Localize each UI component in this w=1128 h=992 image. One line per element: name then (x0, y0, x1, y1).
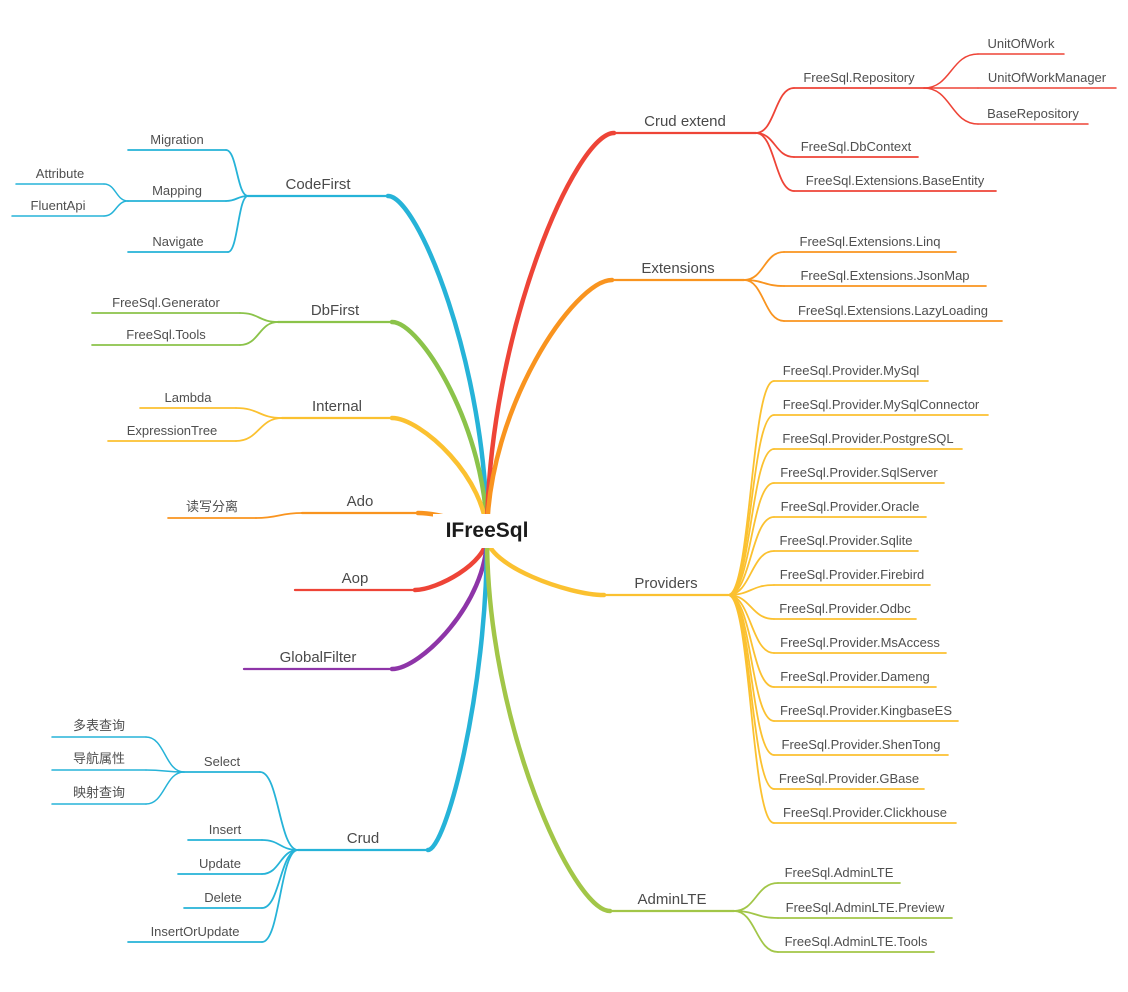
node-fluentapi[interactable]: FluentApi (30, 198, 86, 213)
node-mapping[interactable]: Mapping (152, 183, 202, 198)
branch-curve-lazyloading (743, 279, 785, 322)
branch-curve-tools (239, 321, 279, 346)
node-insert[interactable]: Insert (208, 822, 242, 837)
branch-curve-sqlserver (727, 482, 775, 596)
node-navprop[interactable]: 导航属性 (72, 751, 125, 766)
branch-curve-repository (755, 87, 795, 134)
node-globalfilter[interactable]: GlobalFilter (279, 649, 357, 666)
node-multitable[interactable]: 多表查询 (72, 718, 125, 733)
node-dbcontext[interactable]: FreeSql.DbContext (800, 139, 912, 154)
node-mapquery[interactable]: 映射查询 (72, 785, 125, 800)
branch-curve-readwrite (255, 512, 303, 519)
node-jsonmap[interactable]: FreeSql.Extensions.JsonMap (800, 268, 970, 283)
branch-curve-oracle (727, 516, 775, 596)
branch-curve-adminlte (484, 534, 613, 914)
branch-curve-unitofwork (923, 53, 979, 89)
branch-curve-select (259, 771, 299, 851)
node-internal[interactable]: Internal (311, 398, 363, 415)
branch-curve-crudextend (484, 130, 617, 540)
branch-curve-globalfilter (389, 534, 490, 672)
node-tools[interactable]: FreeSql.Tools (126, 327, 206, 342)
branch-curve-generator (239, 312, 279, 323)
branch-curve-baseentity (755, 132, 795, 192)
branch-curve-crud (425, 534, 490, 853)
node-aop[interactable]: Aop (341, 570, 369, 587)
branch-curve-mapquery (145, 771, 185, 805)
branch-curve-clickhouse (727, 594, 775, 824)
node-dbfirst[interactable]: DbFirst (310, 302, 360, 319)
node-navigate[interactable]: Navigate (152, 234, 204, 249)
branch-curve-dbfirst (389, 319, 490, 540)
node-extensions[interactable]: Extensions (641, 260, 715, 277)
branch-curve-extensions (484, 277, 615, 540)
node-sqlserver[interactable]: FreeSql.Provider.SqlServer (780, 465, 938, 480)
node-dameng[interactable]: FreeSql.Provider.Dameng (780, 669, 930, 684)
node-clickhouse[interactable]: FreeSql.Provider.Clickhouse (782, 805, 948, 820)
node-mysqlconnector[interactable]: FreeSql.Provider.MySqlConnector (782, 397, 980, 412)
node-migration[interactable]: Migration (150, 132, 204, 147)
central-topic[interactable]: IFreeSql (433, 514, 541, 548)
node-ado[interactable]: Ado (346, 493, 374, 510)
node-kingbasees[interactable]: FreeSql.Provider.KingbaseES (780, 703, 952, 718)
node-baseentity[interactable]: FreeSql.Extensions.BaseEntity (805, 173, 985, 188)
node-oracle[interactable]: FreeSql.Provider.Oracle (780, 499, 920, 514)
node-firebird[interactable]: FreeSql.Provider.Firebird (779, 567, 925, 582)
node-select[interactable]: Select (203, 754, 241, 769)
node-sqlite[interactable]: FreeSql.Provider.Sqlite (779, 533, 913, 548)
branch-curve-postgresql (727, 448, 775, 596)
node-mysql[interactable]: FreeSql.Provider.MySql (782, 363, 920, 378)
node-adminlte-preview[interactable]: FreeSql.AdminLTE.Preview (785, 900, 945, 915)
node-gbase[interactable]: FreeSql.Provider.GBase (778, 771, 920, 786)
node-odbc[interactable]: FreeSql.Provider.Odbc (779, 601, 911, 616)
node-update[interactable]: Update (199, 856, 241, 871)
node-repository[interactable]: FreeSql.Repository (803, 70, 915, 85)
node-delete[interactable]: Delete (204, 890, 242, 905)
branch-curve-fluentapi (103, 200, 129, 217)
node-insertorupdate[interactable]: InsertOrUpdate (150, 924, 240, 939)
node-unitofworkmanager[interactable]: UnitOfWorkManager (987, 70, 1107, 85)
branch-curve-lambda (235, 407, 283, 419)
node-readwrite[interactable]: 读写分离 (185, 499, 238, 514)
node-linq[interactable]: FreeSql.Extensions.Linq (799, 234, 941, 249)
branch-curve-attribute (103, 183, 129, 202)
branch-curve-insertorupdate (261, 849, 299, 943)
branch-curve-expressiontree (235, 417, 283, 442)
node-generator[interactable]: FreeSql.Generator (112, 295, 220, 310)
node-unitofwork[interactable]: UnitOfWork (987, 36, 1055, 51)
node-adminlte[interactable]: AdminLTE (637, 891, 707, 908)
node-crudextend[interactable]: Crud extend (644, 113, 726, 130)
branch-curve-mysqlconnector (727, 414, 775, 596)
node-postgresql[interactable]: FreeSql.Provider.PostgreSQL (782, 431, 954, 446)
branch-curve-baserepository (923, 87, 979, 125)
node-baserepository[interactable]: BaseRepository (987, 106, 1079, 121)
branch-curve-multitable (145, 736, 185, 773)
node-expressiontree[interactable]: ExpressionTree (126, 423, 218, 438)
branch-curve-dbcontext (755, 132, 795, 158)
node-crud[interactable]: Crud (346, 830, 380, 847)
node-msaccess[interactable]: FreeSql.Provider.MsAccess (780, 635, 940, 650)
node-lazyloading[interactable]: FreeSql.Extensions.LazyLoading (797, 303, 989, 318)
node-lambda[interactable]: Lambda (164, 390, 212, 405)
node-adminlte-main[interactable]: FreeSql.AdminLTE (784, 865, 894, 880)
branch-curve-adminlte-main (733, 882, 779, 912)
branch-curve-migration (225, 149, 249, 197)
branch-curve-codefirst (385, 193, 490, 540)
branch-curve-navigate (227, 195, 249, 253)
node-attribute[interactable]: Attribute (35, 166, 85, 181)
branch-curve-adminlte-tools (733, 910, 779, 953)
node-codefirst[interactable]: CodeFirst (285, 176, 351, 193)
node-shentong[interactable]: FreeSql.Provider.ShenTong (781, 737, 941, 752)
node-adminlte-tools[interactable]: FreeSql.AdminLTE.Tools (784, 934, 928, 949)
node-providers[interactable]: Providers (634, 575, 698, 592)
branch-curve-linq (743, 251, 785, 281)
